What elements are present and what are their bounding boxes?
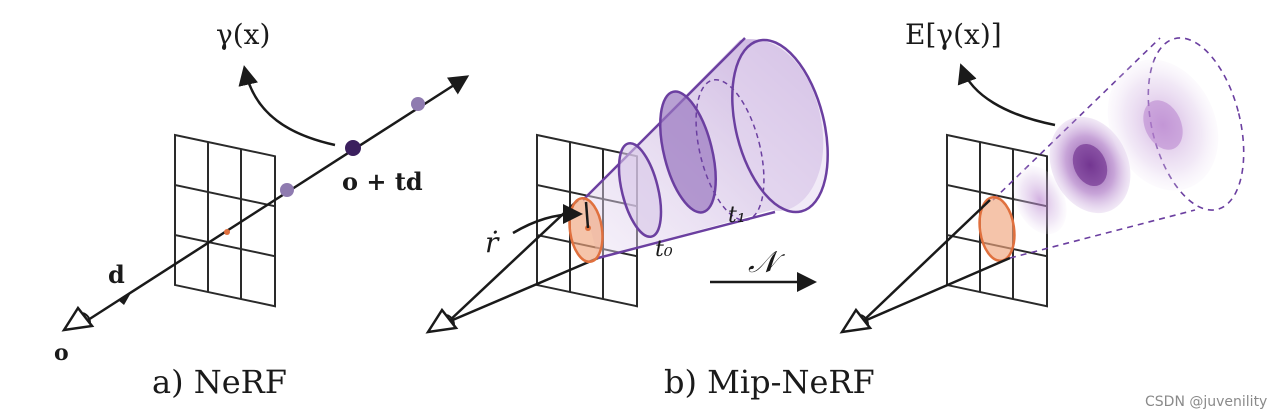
frustum-section-t0 (617, 141, 663, 239)
sample-point-main (345, 140, 361, 156)
nerf-ray (87, 75, 470, 322)
origin-label: o (54, 340, 69, 366)
expected-encoding-label: E[γ(x)] (905, 18, 1002, 51)
frustum-section-t1 (731, 38, 829, 214)
radius-label: ṙ (485, 226, 500, 259)
normal-transform: 𝒩 (710, 245, 817, 292)
cone-ray-top (447, 199, 579, 323)
radius-pointer-arrow (512, 204, 583, 235)
nerf-pixel-point (224, 229, 230, 235)
cone-ray-bottom (447, 256, 599, 324)
watermark: CSDN @juvenility (1145, 394, 1267, 410)
gaussian-3-core (1143, 100, 1183, 150)
gaussian-ray-top (861, 199, 991, 323)
direction-arrowhead (118, 291, 132, 305)
panel-mipnerf-gaussians: E[γ(x)] (839, 18, 1245, 334)
direction-label: d (108, 260, 125, 289)
t0-label: t₀ (655, 237, 673, 262)
gaussian-camera-icon (839, 307, 873, 334)
dashed-cone-bottom (1009, 209, 1196, 259)
panel-nerf: γ(x) o + td d o a) NeRF (54, 18, 470, 401)
encoding-arrow (238, 65, 336, 147)
caption-mipnerf: b) Mip-NeRF (664, 363, 875, 401)
radius-bar (584, 201, 590, 229)
t1-label: t₁ (728, 203, 746, 228)
panel-mipnerf-cone: ṙ t₀ t₁ (425, 37, 829, 334)
caption-nerf: a) NeRF (152, 363, 287, 401)
nerf-image-plane (174, 133, 276, 308)
frustum-hidden-edge (695, 79, 765, 221)
sample-point-faint-1 (280, 183, 294, 197)
nerf-camera-icon (61, 305, 95, 332)
encoding-label: γ(x) (216, 18, 270, 51)
normal-label: 𝒩 (748, 245, 786, 280)
gaussian-ray-bottom (861, 256, 1011, 324)
sample-point-faint-2 (411, 97, 425, 111)
gaussian-2-core (1072, 143, 1108, 187)
mipnerf-camera-icon (425, 307, 459, 334)
gaussian-1 (1013, 165, 1067, 235)
point-label: o + td (342, 167, 423, 196)
frustum-section-mid (659, 90, 717, 214)
expected-encoding-arrow (957, 63, 1056, 127)
